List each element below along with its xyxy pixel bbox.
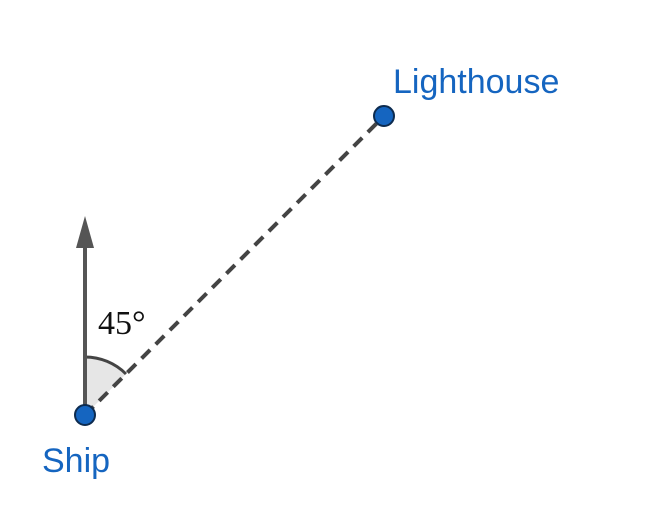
angle-arc [84, 355, 128, 376]
ship-point [74, 404, 96, 426]
lighthouse-point [373, 105, 395, 127]
ship-label: Ship [42, 442, 110, 480]
north-arrow-head [76, 216, 94, 248]
ship-to-lighthouse-line [83, 114, 386, 417]
angle-label: 45° [98, 305, 146, 342]
lighthouse-label: Lighthouse [393, 63, 559, 101]
angle-sector [85, 357, 126, 415]
